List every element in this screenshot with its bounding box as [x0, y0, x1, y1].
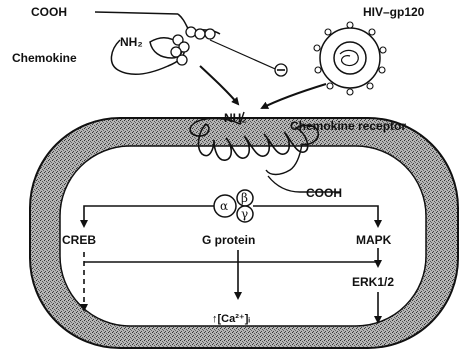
g-protein-label: G protein — [202, 233, 255, 247]
chemokine-to-virus-line — [210, 40, 282, 72]
chemokine-label: Chemokine — [12, 51, 77, 65]
gp120-binding-arrow — [262, 84, 326, 108]
chemokine-binding-arrow — [200, 66, 238, 104]
cooh-tail-line — [95, 12, 178, 14]
receptor-cooh-label: COOH — [306, 186, 342, 200]
chemokine-beads — [171, 27, 215, 65]
hiv-gp120-label: HIV–gp120 — [363, 5, 425, 19]
creb-label: CREB — [62, 233, 96, 247]
calcium-label: ↑[Ca²⁺]ᵢ — [212, 313, 250, 325]
chemokine-receptor-label: Chemokine receptor — [290, 119, 406, 133]
cooh-top-label: COOH — [31, 5, 67, 19]
gamma-label: γ — [241, 207, 248, 221]
alpha-label: α — [220, 199, 228, 213]
erk-label: ERK1/2 — [352, 275, 394, 289]
nh2-chemokine-label: NH₂ — [120, 35, 143, 49]
beta-label: β — [241, 191, 248, 205]
nh2-receptor-label: NH₂ — [224, 111, 247, 125]
inhibition-minus-icon — [275, 64, 287, 76]
mapk-label: MAPK — [356, 233, 392, 247]
